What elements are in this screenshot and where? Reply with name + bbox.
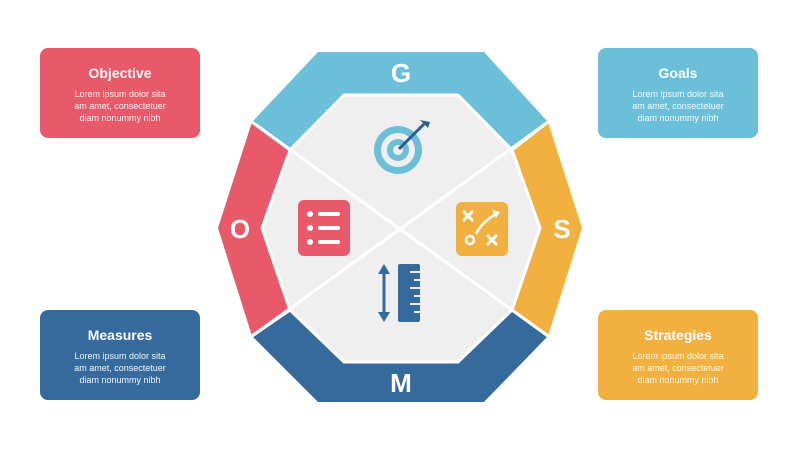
measures-text: Lorem ipsum dolor sita am amet, consecte… (40, 350, 200, 386)
strategies-text-line: diam nonummy nibh (637, 375, 719, 385)
measures-text-line: diam nonummy nibh (79, 375, 161, 385)
goals-text: Lorem ipsum dolor sita am amet, consecte… (598, 88, 758, 124)
letter-g: G (391, 58, 411, 88)
goals-title: Goals (658, 65, 698, 81)
objective-title: Objective (88, 65, 152, 81)
letter-m: M (390, 368, 412, 398)
goals-text-line: Lorem ipsum dolor sita (632, 89, 724, 99)
strategy-play-icon (456, 202, 508, 256)
measures-text-line: Lorem ipsum dolor sita (74, 351, 166, 361)
strategies-text-line: am amet, consectetuer (632, 363, 724, 373)
letter-s: S (553, 214, 570, 244)
inner-octagon-border (260, 93, 542, 364)
objective-segment (218, 122, 290, 336)
measures-card: Measures Lorem ipsum dolor sita am amet,… (40, 310, 200, 400)
checklist-icon (298, 200, 350, 256)
objective-text-line: Lorem ipsum dolor sita (74, 89, 166, 99)
strategies-text-line: Lorem ipsum dolor sita (632, 351, 724, 361)
strategies-segment (512, 122, 582, 336)
goals-card: Goals Lorem ipsum dolor sita am amet, co… (598, 48, 758, 138)
measures-title: Measures (87, 327, 153, 343)
objective-text-line: am amet, consectetuer (74, 101, 166, 111)
strategies-title: Strategies (644, 327, 712, 343)
separator-lines (251, 120, 549, 338)
goals-text-line: am amet, consectetuer (632, 101, 724, 111)
target-icon (374, 120, 430, 174)
goals-segment (252, 52, 548, 150)
strategies-card: Strategies Lorem ipsum dolor sita am ame… (598, 310, 758, 400)
measures-segment (252, 310, 548, 402)
measures-text-line: am amet, consectetuer (74, 363, 166, 373)
objective-text-line: diam nonummy nibh (79, 113, 161, 123)
strategies-text: Lorem ipsum dolor sita am amet, consecte… (598, 350, 758, 386)
ruler-measure-icon (378, 264, 420, 322)
letter-o: O (230, 214, 250, 244)
objective-text: Lorem ipsum dolor sita am amet, consecte… (40, 88, 200, 124)
objective-card: Objective Lorem ipsum dolor sita am amet… (40, 48, 200, 138)
goals-text-line: diam nonummy nibh (637, 113, 719, 123)
